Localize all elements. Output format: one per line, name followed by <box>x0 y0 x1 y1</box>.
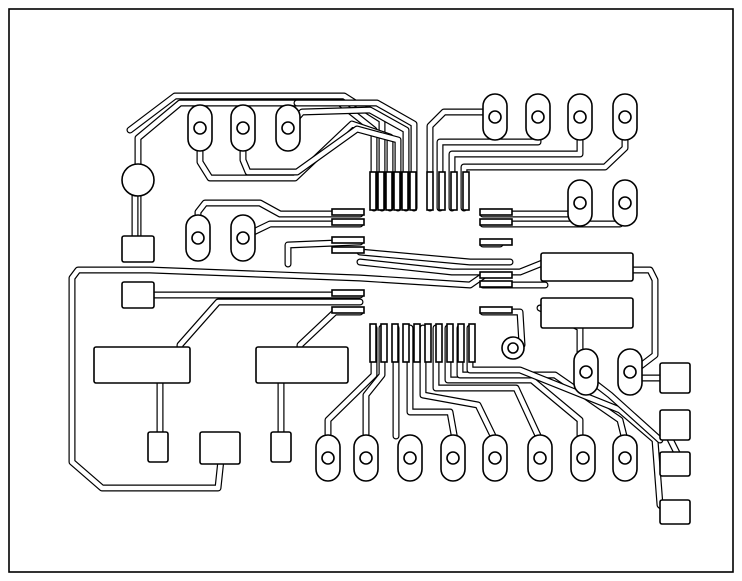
rect-pad <box>659 499 691 525</box>
drill-hole <box>488 110 502 124</box>
rect-pad <box>659 362 691 394</box>
ic-top-pin <box>438 171 446 211</box>
drill-hole <box>488 451 502 465</box>
ic-bottom-pin <box>446 323 454 363</box>
ic-left-pin <box>331 218 365 226</box>
trace-22 <box>69 267 486 491</box>
ic-bottom-pin <box>457 323 465 363</box>
ic-right-pin <box>479 208 513 216</box>
ic-right-pin <box>479 271 513 279</box>
ic-right-pin <box>479 238 513 246</box>
trace-1 <box>135 100 377 241</box>
ic-bottom-pin <box>391 323 399 363</box>
rect-pad <box>659 451 691 477</box>
ic-bottom-pin <box>413 323 421 363</box>
ic-bottom-pin <box>468 323 476 363</box>
drill-hole <box>531 110 545 124</box>
rect-pad <box>540 252 634 282</box>
drill-hole <box>623 365 637 379</box>
rect-pad <box>93 346 191 384</box>
drill-hole <box>579 365 593 379</box>
rect-pad <box>121 281 155 309</box>
ic-top-pin <box>377 171 385 211</box>
ic-top-pin <box>409 171 417 211</box>
ic-right-pin <box>479 280 513 288</box>
ic-left-pin <box>331 246 365 254</box>
drill-hole <box>236 231 250 245</box>
ic-bottom-pin <box>369 323 377 363</box>
round-pad <box>121 163 155 197</box>
rect-pad <box>147 431 169 463</box>
rect-pad <box>270 431 292 463</box>
rect-pad <box>255 346 349 384</box>
drill-hole <box>576 451 590 465</box>
rect-pad <box>199 431 241 465</box>
ic-right-pin <box>479 218 513 226</box>
ic-bottom-pin <box>380 323 388 363</box>
ic-top-pin <box>462 171 470 211</box>
board-outline <box>8 8 734 573</box>
trace-35 <box>629 267 658 371</box>
drill-hole <box>193 121 207 135</box>
ic-top-pin <box>426 171 434 211</box>
trace-2 <box>127 93 385 211</box>
ic-bottom-pin <box>435 323 443 363</box>
ic-bottom-pin <box>402 323 410 363</box>
ic-top-pin <box>369 171 377 211</box>
drill-hole <box>191 231 205 245</box>
trace-4 <box>240 125 401 211</box>
trace-6 <box>294 100 417 211</box>
ic-left-pin <box>331 208 365 216</box>
drill-hole <box>359 451 373 465</box>
rect-pad <box>659 409 691 441</box>
pads <box>93 93 691 525</box>
drill-hole <box>533 451 547 465</box>
drill-hole <box>446 451 460 465</box>
drill-hole <box>281 121 295 135</box>
ic-left-pin <box>331 306 365 314</box>
drill-hole <box>236 121 250 135</box>
ic-top-pin <box>385 171 393 211</box>
drill-hole <box>618 451 632 465</box>
ic-top-pin <box>393 171 401 211</box>
drill-hole <box>507 342 519 354</box>
ic-right-pin <box>479 306 513 314</box>
ic-left-pin <box>331 236 365 244</box>
drill-hole <box>403 451 417 465</box>
drill-hole <box>573 110 587 124</box>
drill-hole <box>618 110 632 124</box>
ic-left-pin <box>331 289 365 297</box>
drill-hole <box>618 196 632 210</box>
ic-bottom-pin <box>424 323 432 363</box>
drill-hole <box>573 196 587 210</box>
ic-top-pin <box>450 171 458 211</box>
trace-29 <box>420 325 498 443</box>
ic-top-pin <box>401 171 409 211</box>
trace-14 <box>357 249 513 265</box>
rect-pad <box>121 235 155 263</box>
trace-28 <box>407 325 458 443</box>
rect-pad <box>540 297 634 329</box>
drill-hole <box>321 451 335 465</box>
